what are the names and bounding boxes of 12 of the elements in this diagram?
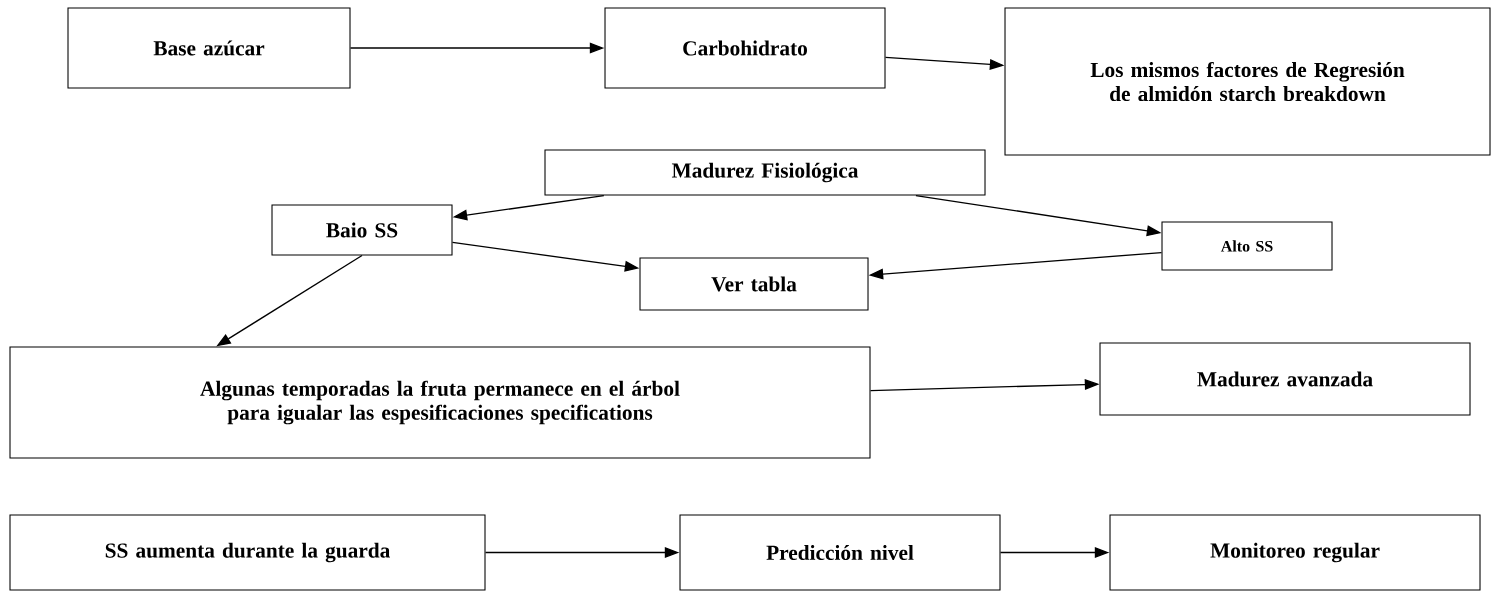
process-box: Alto SS <box>1161 221 1333 271</box>
process-box: Base azúcar <box>67 7 351 89</box>
process-box: Los mismos factores de Regresión de almidón starch breakdown <box>1004 7 1491 156</box>
process-box: Carbohidrato <box>604 7 886 89</box>
process-box: Madurez Fisiológica <box>544 149 986 196</box>
process-box: Predicción nivel <box>679 514 1001 591</box>
process-box: Madurez avanzada <box>1099 342 1471 416</box>
process-box: Baio SS <box>271 204 453 256</box>
process-box: Ver tabla <box>639 257 869 311</box>
process-box: Algunas temporadas la fruta permanece en el árbol para igualar las espesificaciones specifications <box>9 346 871 459</box>
process-box: SS aumenta durante la guarda <box>9 514 486 591</box>
process-box: Monitoreo regular <box>1109 514 1481 591</box>
